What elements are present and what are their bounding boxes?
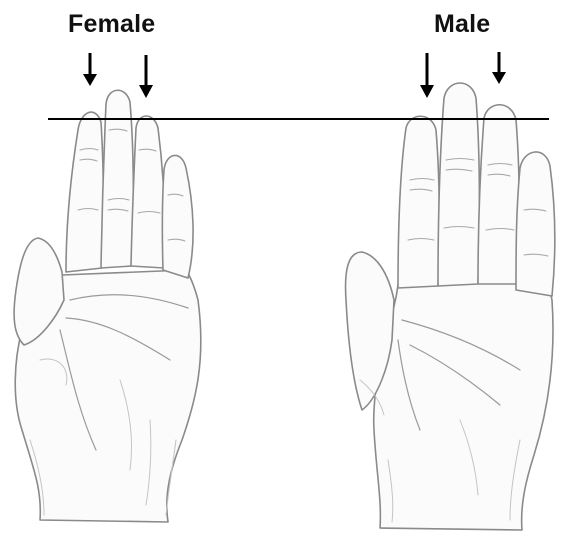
- male-ring-finger: [478, 105, 519, 284]
- arrow-male-index: [420, 53, 434, 98]
- male-middle-finger: [438, 83, 479, 286]
- female-little-finger: [162, 155, 193, 278]
- male-label: Male: [434, 10, 490, 39]
- female-ring-finger: [131, 116, 165, 268]
- male-palm: [374, 282, 553, 530]
- arrow-male-ring: [492, 52, 506, 84]
- male-index-finger: [398, 116, 439, 288]
- female-middle-finger: [101, 90, 133, 268]
- male-little-finger: [516, 152, 555, 296]
- arrow-female-index: [83, 53, 97, 86]
- female-label: Female: [68, 10, 155, 39]
- female-index-finger: [66, 112, 103, 272]
- arrow-female-ring: [139, 55, 153, 98]
- female-hand: [14, 90, 201, 522]
- male-hand: [346, 83, 555, 530]
